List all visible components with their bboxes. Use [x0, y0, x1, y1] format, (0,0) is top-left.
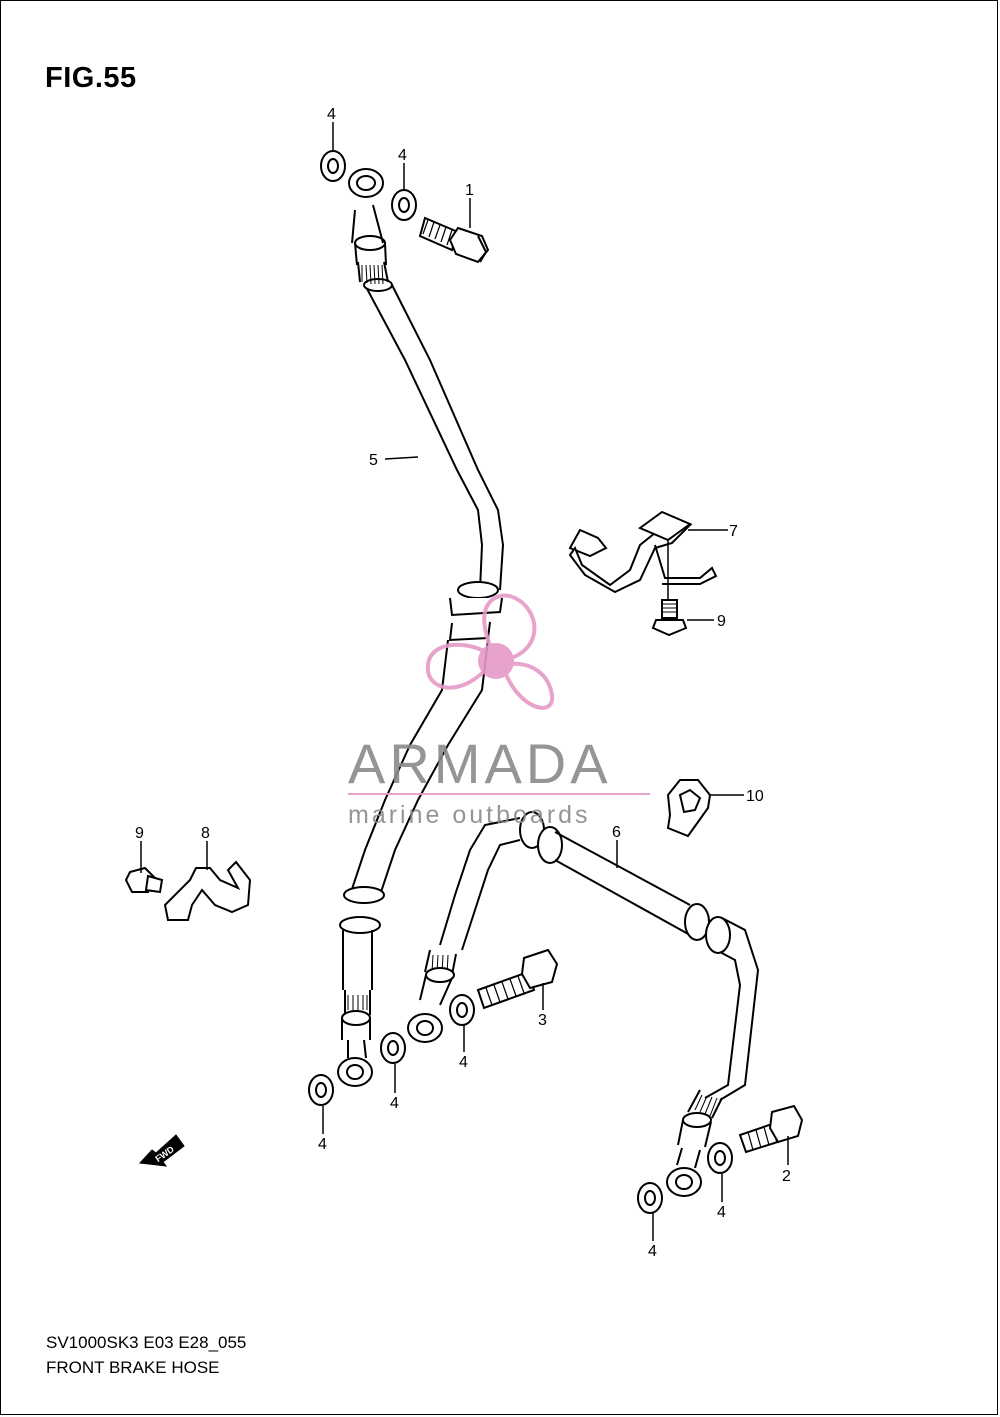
fwd-arrow-icon: FWD [138, 1134, 185, 1167]
callout-labels: 4 4 1 5 7 9 10 6 8 9 3 4 4 4 2 4 4 [135, 106, 791, 1260]
callout-4: 4 [717, 1204, 726, 1221]
bolt-9-upper[interactable] [651, 599, 688, 637]
washer-icon[interactable] [320, 150, 346, 182]
clamp-7[interactable] [568, 510, 718, 594]
brake-hose-lower[interactable] [407, 811, 760, 1197]
callout-3: 3 [538, 1012, 547, 1029]
washer-icon[interactable] [391, 189, 417, 221]
callout-4: 4 [648, 1243, 657, 1260]
washer-icon[interactable] [707, 1142, 733, 1174]
callout-1: 1 [465, 182, 474, 199]
callout-5: 5 [369, 452, 378, 469]
bolt-9-left[interactable] [124, 866, 164, 894]
callout-4: 4 [390, 1095, 399, 1112]
union-bolt-1[interactable] [418, 216, 490, 264]
callout-4: 4 [318, 1136, 327, 1153]
washer-icon[interactable] [637, 1182, 663, 1214]
figure-title: FIG.55 [45, 62, 137, 94]
leader-lines [140, 122, 789, 1241]
brake-hose-upper[interactable] [337, 168, 505, 1087]
section-name: FRONT BRAKE HOSE [46, 1358, 220, 1377]
clamp-8[interactable] [163, 860, 252, 921]
callout-2: 2 [782, 1168, 791, 1185]
washer-icon[interactable] [380, 1032, 406, 1064]
watermark-brand: ARMADA [348, 732, 612, 795]
callout-4: 4 [459, 1054, 468, 1071]
callout-10: 10 [746, 788, 764, 805]
model-code: SV1000SK3 E03 E28_055 [46, 1333, 247, 1352]
callout-9: 9 [135, 825, 144, 842]
washer-icon[interactable] [449, 994, 475, 1026]
callout-4: 4 [327, 106, 336, 123]
propeller-logo-icon [425, 593, 555, 710]
callout-7: 7 [729, 523, 738, 540]
washer-icon[interactable] [308, 1074, 334, 1106]
watermark-tagline: marine outboards [348, 801, 591, 829]
callout-8: 8 [201, 825, 210, 842]
armada-watermark: ARMADA marine outboards [348, 593, 650, 829]
callout-6: 6 [612, 824, 621, 841]
clamp-10[interactable] [666, 779, 712, 838]
callout-9: 9 [717, 613, 726, 630]
union-bolt-3[interactable] [476, 948, 559, 1010]
callout-4: 4 [398, 147, 407, 164]
union-bolt-2[interactable] [738, 1104, 804, 1154]
washers [308, 150, 733, 1214]
